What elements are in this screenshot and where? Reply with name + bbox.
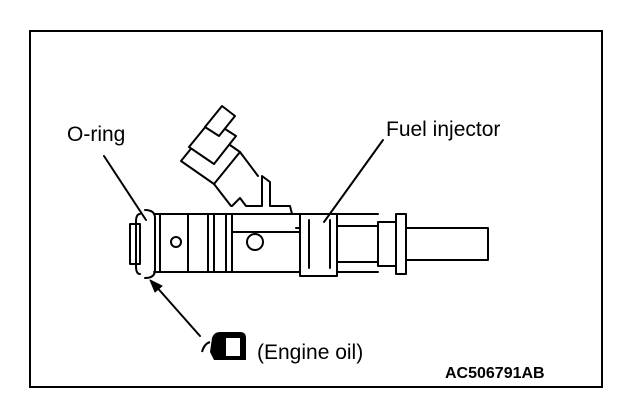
fuel-injector-label: Fuel injector [386, 118, 501, 141]
injector-body [129, 209, 489, 279]
figure-code: AC506791AB [445, 365, 545, 382]
engine-oil-label: (Engine oil) [257, 341, 364, 364]
o-ring-label: O-ring [67, 123, 126, 146]
injector-connector [180, 105, 259, 207]
injector-bracket [231, 175, 338, 215]
leader-line-o-ring [103, 155, 147, 221]
leader-line-fuel-injector [323, 139, 384, 223]
figure-frame [29, 30, 603, 388]
leader-arrow-engine-oil [149, 279, 201, 337]
oil-can-icon [201, 332, 246, 360]
